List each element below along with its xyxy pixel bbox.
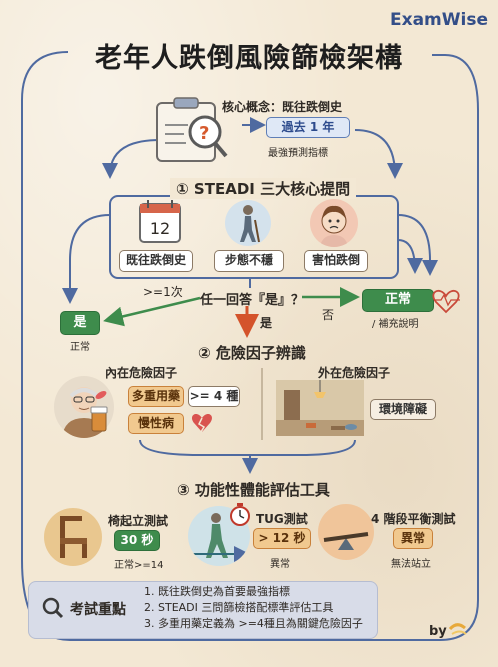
test2-name: TUG測試 <box>256 512 308 526</box>
decision-no-label: 否 <box>322 308 335 322</box>
environmental-hazard-box: 環境障礙 <box>370 399 436 420</box>
test1-value: 30 秒 <box>114 530 160 551</box>
exam-point: 2. STEADI 三問篩檢搭配標準評估工具 <box>144 601 334 614</box>
brand-label: ExamWise <box>390 10 488 30</box>
exam-focus-box <box>28 581 378 639</box>
core-badge: 過去 1 年 <box>266 117 350 138</box>
test2-caption: 異常 <box>270 559 290 570</box>
polypharmacy-threshold: >= 4 種 <box>188 386 240 407</box>
test1-name: 椅起立測試 <box>108 514 169 528</box>
test1-caption: 正常>=14 <box>114 560 164 571</box>
worried-person-icon <box>310 199 358 247</box>
decision-question: 任一回答『是』？ <box>200 293 305 308</box>
test3-name: 4 階段平衡測試 <box>371 512 456 526</box>
item-unsteady-gait: 步態不穩 <box>214 250 284 272</box>
polypharmacy-box: 多重用藥 <box>128 386 184 407</box>
test3-value: 異常 <box>393 528 433 549</box>
exam-point: 1. 既往跌倒史為首要最強指標 <box>144 585 290 598</box>
cluttered-room-icon <box>276 380 364 436</box>
internal-factors-title: 內在危險因子 <box>105 366 178 380</box>
test3-caption: 無法站立 <box>391 559 431 570</box>
decision-yes-box: 是 <box>60 311 100 335</box>
section1-title: ① STEADI 三大核心提問 <box>170 178 357 199</box>
footer-by: by <box>429 624 447 639</box>
external-factors-title: 外在危險因子 <box>318 366 391 380</box>
decision-yes-caption: 正常 <box>70 342 90 353</box>
exam-points: 1. 既往跌倒史為首要最強指標 2. STEADI 三問篩檢搭配標準評估工具 3… <box>144 584 363 632</box>
fall-history-threshold: >=1次 <box>143 285 183 299</box>
page-title: 老年人跌倒風險篩檢架構 <box>95 43 403 74</box>
exam-focus-title: 考試重點 <box>70 602 126 618</box>
chronic-disease-box: 慢性病 <box>128 413 184 434</box>
decision-down-label: 是 <box>260 316 273 330</box>
chair-icon <box>44 508 102 566</box>
core-caption: 最強預測指標 <box>268 148 328 159</box>
test2-value: > 12 秒 <box>253 528 311 549</box>
core-concept-label: 核心概念：既往跌倒史 <box>222 100 343 114</box>
decision-right-box: 正常 <box>362 289 434 312</box>
item-fall-history: 既往跌倒史 <box>119 250 193 272</box>
unsteady-walker-icon <box>225 200 271 246</box>
section2-title: ② 危險因子辨識 <box>198 344 306 362</box>
section3-title: ③ 功能性體能評估工具 <box>177 481 330 499</box>
balance-board-icon <box>318 504 374 560</box>
calendar-number: 12 <box>149 219 171 238</box>
item-fear-of-falling: 害怕跌倒 <box>304 250 368 272</box>
exam-point: 3. 多重用藥定義為 >=4種且為關鍵危險因子 <box>144 617 363 630</box>
decision-right-caption: / 補充說明 <box>372 319 419 330</box>
svg-text:?: ? <box>199 123 209 144</box>
